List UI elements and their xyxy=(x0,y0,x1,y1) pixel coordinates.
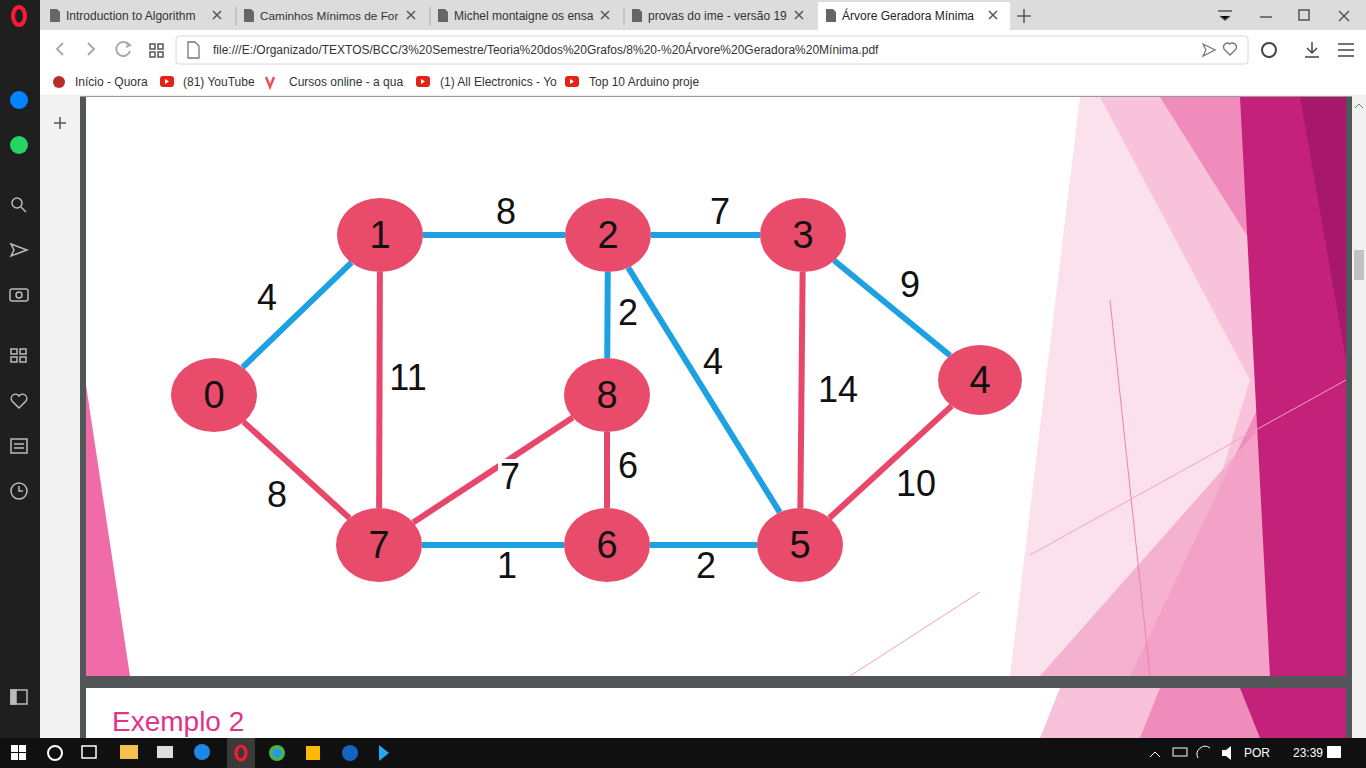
vertex-number: 1 xyxy=(369,216,390,254)
edge-weight: 8 xyxy=(265,477,289,513)
ui-text: Cursos online - a qua xyxy=(289,75,403,89)
tree-edge xyxy=(628,268,780,513)
ui-text: Introduction to Algorithm xyxy=(66,9,195,23)
edge-weight: 14 xyxy=(816,372,860,408)
graph-edge xyxy=(376,272,383,508)
vertex-number: 0 xyxy=(203,376,224,414)
edge-weight: 7 xyxy=(498,459,522,495)
taskbar xyxy=(0,738,1366,768)
ui-text: Exemplo 2 xyxy=(112,705,244,739)
vertex-number: 3 xyxy=(792,216,813,254)
vertex-number: 2 xyxy=(597,216,618,254)
graph-vertex: 6 xyxy=(564,508,650,582)
sidebar xyxy=(0,0,80,738)
edge-weight: 2 xyxy=(616,295,640,331)
graph-vertex: 5 xyxy=(757,508,843,582)
graph-edge xyxy=(829,406,951,518)
edge-weight: 6 xyxy=(616,448,640,484)
tree-edge xyxy=(604,272,611,358)
ui-text: Michel montaigne os ensa xyxy=(454,9,593,23)
vertex-number: 8 xyxy=(596,376,617,414)
graph-vertex: 2 xyxy=(565,198,651,272)
pdf-page xyxy=(86,96,1366,738)
ui-text: Top 10 Arduino proje xyxy=(589,75,699,89)
edge-weight: 7 xyxy=(708,194,732,230)
ui-text: (81) YouTube xyxy=(183,75,255,89)
graph-edge xyxy=(800,272,802,508)
ui-text: Caminhos Mínimos de For xyxy=(260,9,398,23)
tree-edge xyxy=(423,232,565,238)
tree-edge xyxy=(243,263,352,368)
edge-weight: 1 xyxy=(495,548,519,584)
graph-vertex: 0 xyxy=(171,358,257,432)
vertex-number: 5 xyxy=(789,526,810,564)
ui-text: POR xyxy=(1244,746,1270,760)
vertex-number: 4 xyxy=(969,361,990,399)
graph-vertex: 4 xyxy=(938,345,1022,415)
ui-text: (1) All Electronics - Yo xyxy=(440,75,557,89)
edge-weight: 4 xyxy=(255,280,279,316)
edge-weight: 11 xyxy=(387,360,428,396)
graph-vertex: 8 xyxy=(564,358,650,432)
tab-bar xyxy=(0,0,1366,30)
vertex-number: 7 xyxy=(368,526,389,564)
graph-vertex: 7 xyxy=(336,508,422,582)
ui-text: 23:39 xyxy=(1293,746,1323,760)
graph-edge xyxy=(413,417,573,522)
ui-text: Árvore Geradora Mínima xyxy=(842,9,974,23)
bookmarks-bar xyxy=(40,68,1366,96)
edge-weight: 9 xyxy=(898,267,922,303)
vertex-number: 6 xyxy=(596,526,617,564)
graph-edge xyxy=(244,422,350,518)
graph-vertex: 3 xyxy=(760,198,846,272)
graph-edge xyxy=(604,432,610,508)
ui-text: provas do ime - versão 19 xyxy=(648,9,787,23)
edge-weight: 8 xyxy=(494,194,518,230)
tree-edge xyxy=(651,232,760,238)
ui-text: Início - Quora xyxy=(75,75,148,89)
graph-vertex: 1 xyxy=(337,198,423,272)
tree-edge xyxy=(834,261,950,356)
edge-weight: 4 xyxy=(701,344,725,380)
ui-text: file:///E:/Organizado/TEXTOS/BCC/3%20Sem… xyxy=(213,43,878,57)
edge-weight: 10 xyxy=(894,466,938,502)
edge-weight: 2 xyxy=(694,548,718,584)
address-bar xyxy=(40,30,1366,68)
tree-edge xyxy=(422,542,564,548)
